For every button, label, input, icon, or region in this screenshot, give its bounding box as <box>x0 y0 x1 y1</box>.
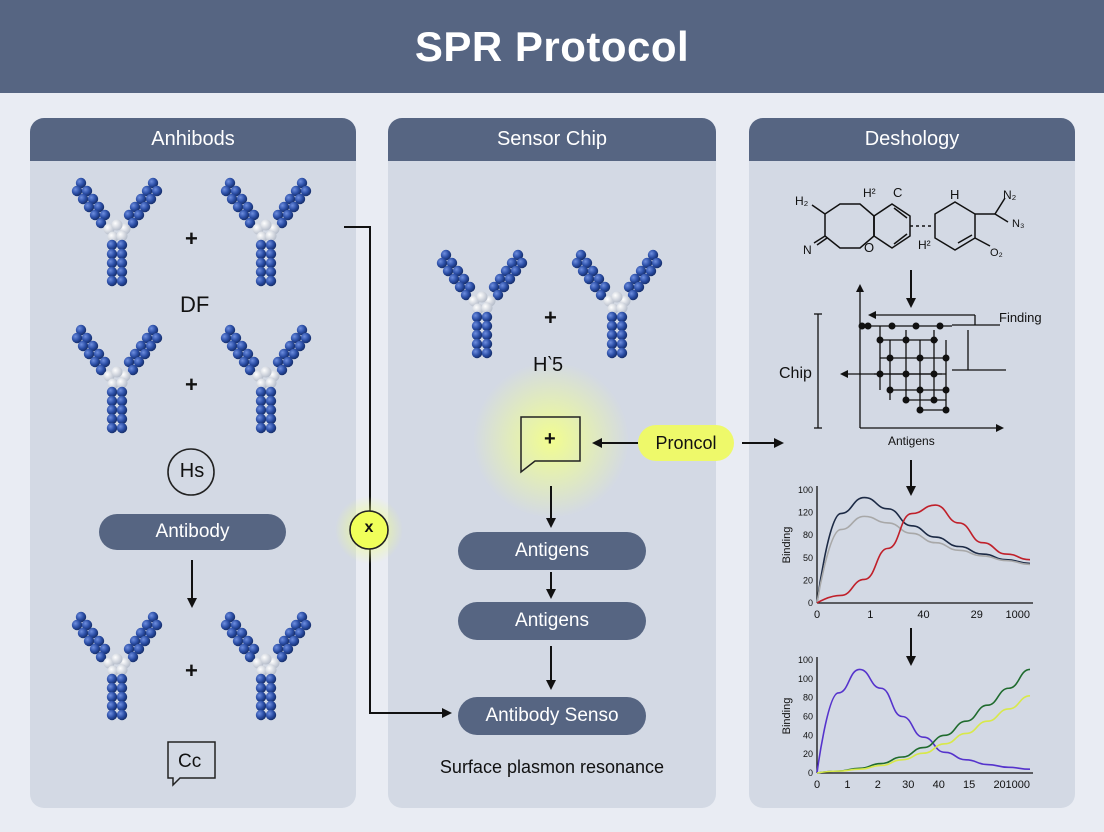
molecule-label: O <box>864 240 875 255</box>
chart1-x-tick: 40 <box>917 609 929 621</box>
proncol-button[interactable]: Proncol <box>638 425 734 461</box>
molecule-label: N₃ <box>1012 218 1025 230</box>
network-grid <box>814 284 1006 432</box>
chart1-y-tick: 120 <box>798 508 813 518</box>
chart1-y-tick: 0 <box>808 598 813 608</box>
chart2-x-tick: 15 <box>963 779 975 791</box>
chart2-x-tick: 30 <box>902 779 914 791</box>
chart2-series-1 <box>816 668 1031 774</box>
chart1-y-tick: 20 <box>803 575 813 585</box>
antibody-icon <box>220 611 312 721</box>
chip-plus: + <box>544 428 556 450</box>
chart1-y-ticks: 0 20 50 80 120 100 <box>798 485 813 608</box>
antigens-button-2[interactable]: Antigens <box>458 602 646 640</box>
chart1-x-tick: 0 <box>814 609 820 621</box>
network-nodes <box>858 322 950 414</box>
antibody-icon <box>571 249 663 359</box>
hs-label: Hs <box>179 460 205 482</box>
panel-title-sensor-chip: Sensor Chip <box>388 118 716 161</box>
chart1-x-ticks: 0 1 40 29 1000 <box>814 609 1030 621</box>
chart1-x-tick: 29 <box>971 609 983 621</box>
chart2-axes <box>816 657 1033 774</box>
chart2-x-tick: 0 <box>814 779 820 791</box>
panel-title-antibodies: Anhibods <box>30 118 356 161</box>
chart1-y-tick: 80 <box>803 530 813 540</box>
df-label: DF <box>180 292 210 317</box>
chart2-x-tick: 40 <box>933 779 945 791</box>
plus-sign: + <box>185 226 198 251</box>
footer-label: Surface plasmon resonance <box>439 757 665 777</box>
plus-sign: + <box>544 305 557 330</box>
chip-glow <box>473 362 629 518</box>
chart2-y-tick: 100 <box>798 674 813 684</box>
chart1-ylabel: Binding <box>781 527 793 564</box>
chart1-y-tick: 50 <box>803 553 813 563</box>
cc-box <box>167 741 216 787</box>
hs-circle <box>167 448 215 496</box>
chart2-y-tick: 80 <box>803 693 813 703</box>
h5-label: H‵5 <box>533 354 564 376</box>
chart2-y-ticks: 0 20 40 60 80 100 100 <box>798 655 813 778</box>
chart1-series-1 <box>816 515 1031 604</box>
chart2-series-2 <box>816 694 1031 774</box>
x-node <box>349 510 389 550</box>
page-title: SPR Protocol <box>0 0 1104 93</box>
molecule-label: O₂ <box>990 247 1003 259</box>
molecule-label: N <box>803 243 812 257</box>
chart1-y-tick: 100 <box>798 485 813 495</box>
antibody-sensor-button[interactable]: Antibody Senso <box>458 697 646 735</box>
chart2-plot <box>816 668 1031 774</box>
plus-sign: + <box>185 658 198 683</box>
chart2-y-tick: 40 <box>803 730 813 740</box>
finding-label: Finding <box>999 310 1042 325</box>
antibody-icon <box>71 177 163 287</box>
antibody-icon <box>220 324 312 434</box>
antigens-button-1[interactable]: Antigens <box>458 532 646 570</box>
molecule-structure <box>811 197 1009 251</box>
chart2-ylabel: Binding <box>781 698 793 735</box>
chart2-y-tick: 60 <box>803 712 813 722</box>
antibody-icon <box>71 324 163 434</box>
antigens-label: Antigens <box>888 434 935 448</box>
chart2-y-tick: 20 <box>803 749 813 759</box>
molecule-label: H² <box>863 186 876 200</box>
chip-label: Chip <box>779 365 812 382</box>
chart1-series-2 <box>816 504 1031 604</box>
cc-label: Cc <box>178 751 202 772</box>
x-node-label[interactable]: x <box>364 519 374 536</box>
chart2-x-tick: 1000 <box>1006 779 1030 791</box>
chip-box <box>520 416 581 474</box>
chart2-x-tick: 1 <box>844 779 850 791</box>
molecule-label: C <box>893 185 903 200</box>
chart1-series-0 <box>816 496 1031 604</box>
molecule-label: H² <box>918 238 931 252</box>
connector-line <box>344 226 452 718</box>
chart2-series-0 <box>816 668 1031 774</box>
molecule-label: H₂ <box>795 194 809 208</box>
chart1-axes <box>816 486 1033 604</box>
antibody-button[interactable]: Antibody <box>99 514 286 550</box>
plus-sign: + <box>185 372 198 397</box>
chart1-plot <box>816 496 1031 604</box>
panel-title-deshology: Deshology <box>749 118 1075 161</box>
chart2-y-tick: 100 <box>798 655 813 665</box>
chart2-y-tick: 0 <box>808 768 813 778</box>
chart2-x-tick: 20 <box>993 779 1005 791</box>
antibody-icon <box>436 249 528 359</box>
antibody-icon <box>220 177 312 287</box>
panel-antibodies: Anhibods <box>30 118 356 808</box>
antibody-icon <box>71 611 163 721</box>
molecule-label: H <box>950 187 960 202</box>
molecule-label: N₂ <box>1003 188 1017 202</box>
chart1-x-tick: 1000 <box>1006 609 1030 621</box>
chart1-x-tick: 1 <box>867 609 873 621</box>
chart2-x-tick: 2 <box>875 779 881 791</box>
